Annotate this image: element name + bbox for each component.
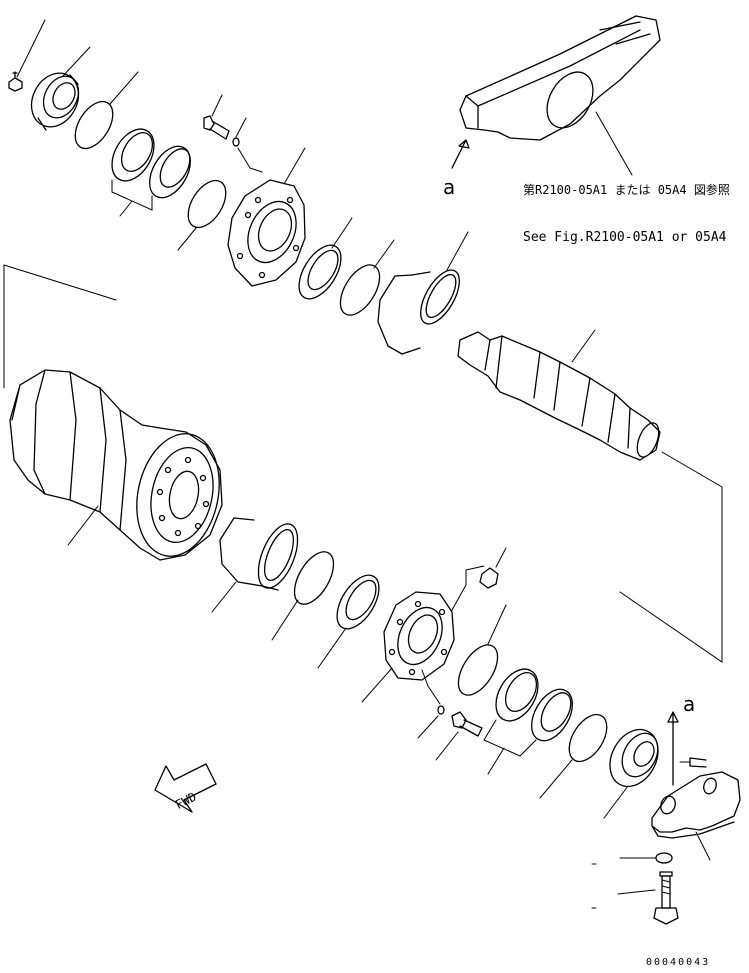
- o-ring-part: [187, 179, 227, 229]
- thrust-washer-part: [336, 574, 380, 630]
- bolt-part-3: [437, 705, 483, 737]
- plug-part: [479, 567, 499, 589]
- leader-line: [109, 71, 139, 105]
- bolt-part-2: [203, 115, 240, 147]
- leader-line: [571, 329, 596, 363]
- leader-line: [487, 604, 507, 645]
- o-ring-part: [293, 551, 335, 605]
- reference-frame-line: [619, 451, 723, 663]
- collar-part: [383, 591, 455, 681]
- leader-line: [211, 581, 237, 613]
- leader-line: [539, 759, 573, 799]
- leader-line: [595, 111, 633, 176]
- view-label-a-top: a: [443, 175, 455, 199]
- leader-line: [317, 627, 347, 669]
- view-arrow-top: [451, 139, 470, 169]
- bolt-part-4: [653, 871, 679, 925]
- collar-part: [227, 179, 306, 287]
- washer-part: [655, 852, 673, 864]
- leader-line: [62, 46, 91, 77]
- thrust-washer-part: [298, 244, 342, 300]
- leader-line: [421, 669, 441, 705]
- leader-line: [16, 19, 46, 78]
- leader-line: [451, 565, 485, 611]
- leader-line: [211, 94, 223, 117]
- reference-note-en: See Fig.R2100-05A1 or 05A4: [523, 230, 727, 245]
- leader-line: [495, 547, 507, 568]
- leader-line: [591, 863, 597, 909]
- track-roller-part: [9, 369, 223, 561]
- guard-bracket-part: [459, 15, 661, 141]
- leader-line: [177, 227, 197, 251]
- leader-line: [435, 731, 459, 761]
- leader-line: [417, 715, 439, 739]
- seal-part: [30, 72, 80, 131]
- o-ring-part: [457, 644, 499, 696]
- reference-frame-line: [3, 264, 117, 389]
- pin-part: [689, 757, 707, 768]
- forward-direction-arrow: FWD: [154, 763, 217, 813]
- guard-bracket-part: [651, 771, 741, 839]
- leader-line: [483, 719, 537, 775]
- leader-line: [331, 217, 353, 249]
- leader-line: [373, 239, 395, 269]
- floating-seal-part: [111, 128, 191, 199]
- drawing-number: 00040043: [646, 957, 710, 968]
- leader-line: [235, 117, 247, 138]
- floating-seal-part: [495, 668, 573, 742]
- leader-line: [361, 667, 393, 703]
- o-ring-part: [74, 100, 114, 150]
- leader-line: [446, 231, 469, 271]
- leader-line: [67, 505, 99, 546]
- leader-line: [603, 785, 629, 819]
- leader-line: [271, 599, 299, 641]
- leader-line: [617, 889, 656, 895]
- reference-note-jp: 第R2100-05A1 または 05A4 図参照: [523, 182, 730, 197]
- shaft-part: [457, 331, 661, 461]
- o-ring-part: [568, 713, 608, 763]
- leader-line: [111, 179, 153, 217]
- bushing-part: [219, 517, 299, 591]
- leader-line: [237, 147, 263, 173]
- bolt-part-1: [8, 71, 23, 92]
- seal-part: [609, 728, 659, 788]
- view-arrow-bottom: [667, 711, 679, 786]
- bushing-part: [377, 269, 460, 355]
- view-label-a-bottom: a: [683, 692, 695, 716]
- leader-line: [695, 831, 711, 861]
- leader-line: [283, 147, 306, 185]
